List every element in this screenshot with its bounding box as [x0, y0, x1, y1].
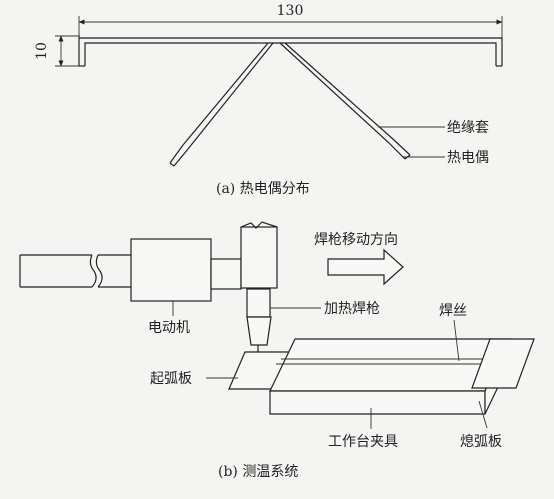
label-arc-start-plate: 起弧板	[150, 371, 192, 387]
dimension-length-label: 130	[277, 3, 304, 19]
label-motor: 电动机	[148, 320, 190, 336]
part-a-thermocouple-layout: 130 10	[34, 3, 503, 197]
label-insulation-sleeve: 绝缘套	[447, 120, 489, 136]
label-heating-torch: 加热焊枪	[324, 300, 380, 317]
label-wire: 焊丝	[439, 303, 467, 319]
dimension-130: 130	[78, 3, 503, 40]
caption-b: (b) 测温系统	[218, 464, 298, 480]
thermocouple-left	[169, 42, 274, 167]
caption-a: (a) 热电偶分布	[216, 181, 310, 197]
label-fixture: 工作台夹具	[328, 434, 398, 450]
label-thermocouple: 热电偶	[447, 150, 489, 166]
plate-channel	[78, 37, 503, 67]
thermocouple-right	[279, 42, 411, 160]
dimension-10: 10	[34, 35, 80, 67]
label-arc-end-plate: 熄弧板	[460, 433, 502, 450]
dimension-height-label: 10	[34, 42, 50, 60]
heating-torch	[240, 221, 278, 357]
direction-arrow-icon	[327, 248, 404, 286]
motor-coupling	[210, 258, 242, 290]
part-b-measurement-system: 电动机 加热焊枪 焊枪移动方向 起弧板	[19, 221, 535, 480]
workpiece-fixture	[269, 338, 511, 415]
arc-end-plate	[471, 338, 535, 389]
motor-shaft	[19, 254, 131, 288]
motor-box	[130, 238, 212, 302]
label-torch-direction: 焊枪移动方向	[314, 231, 398, 248]
